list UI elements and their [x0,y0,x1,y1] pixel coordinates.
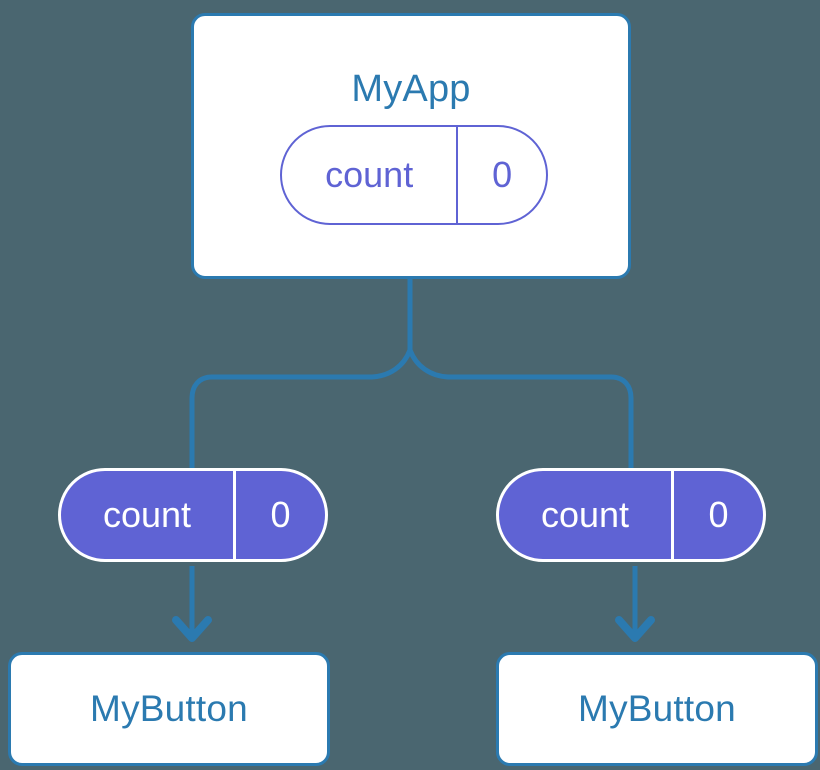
arrow-head-right [615,616,655,642]
props-pill-right-value: 0 [671,471,763,559]
component-box-myapp[interactable]: MyApp count 0 [191,13,631,279]
props-pill-right[interactable]: count 0 [496,468,766,562]
connector-branch-left [189,349,413,470]
state-pill-value: 0 [456,127,546,223]
props-pill-left[interactable]: count 0 [58,468,328,562]
component-title-mybutton-left: MyButton [90,688,248,729]
props-pill-right-key: count [540,494,630,535]
component-title-mybutton-right: MyButton [578,688,736,729]
state-pill-key: count [325,154,414,195]
component-box-mybutton-right[interactable]: MyButton [496,652,818,766]
arrow-head-left [172,616,212,642]
component-box-mybutton-left[interactable]: MyButton [8,652,330,766]
state-pill-count[interactable]: count 0 [280,125,548,225]
component-title-myapp: MyApp [351,68,471,110]
connector-branch-right [407,349,634,470]
props-pill-left-value: 0 [233,471,325,559]
props-pill-left-key: count [102,494,192,535]
